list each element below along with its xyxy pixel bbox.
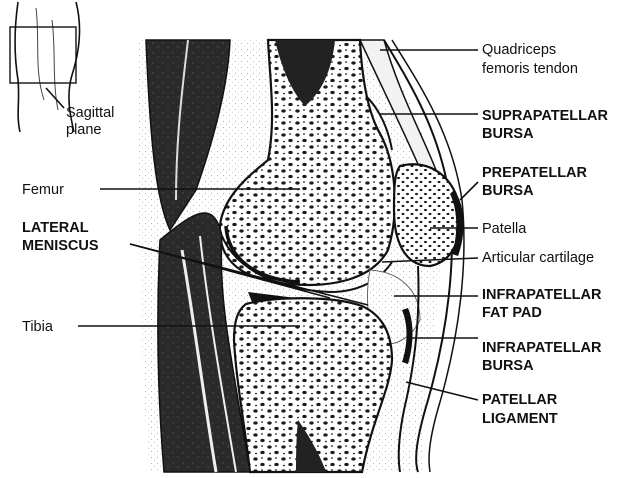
label-prepatellar-2: BURSA [482,183,534,199]
label-infrapatellar-bursa-1: INFRAPATELLAR [482,340,602,356]
label-femur: Femur [22,182,64,198]
sagittal-label-2: plane [66,122,101,138]
label-suprapatellar-1: SUPRAPATELLAR [482,108,608,124]
label-suprapatellar-2: BURSA [482,126,534,142]
label-infrapatellar-fat-1: INFRAPATELLAR [482,287,602,303]
label-patellar-ligament-1: PATELLAR [482,392,558,408]
knee-anatomy [138,40,464,472]
label-patella: Patella [482,221,527,237]
label-quadriceps-2: femoris tendon [482,61,578,77]
label-lateral-meniscus-2: MENISCUS [22,238,99,254]
label-prepatellar-1: PREPATELLAR [482,165,588,181]
label-infrapatellar-fat-2: FAT PAD [482,305,542,321]
sagittal-plane-box [10,27,76,83]
label-infrapatellar-bursa-2: BURSA [482,358,534,374]
label-patellar-ligament-2: LIGAMENT [482,411,558,427]
patella-bone [394,164,460,266]
label-articular-cartilage: Articular cartilage [482,250,594,266]
label-tibia: Tibia [22,319,54,335]
sagittal-label-1: Sagittal [66,105,114,121]
label-quadriceps-1: Quadriceps [482,42,556,58]
label-lateral-meniscus-1: LATERAL [22,220,89,236]
